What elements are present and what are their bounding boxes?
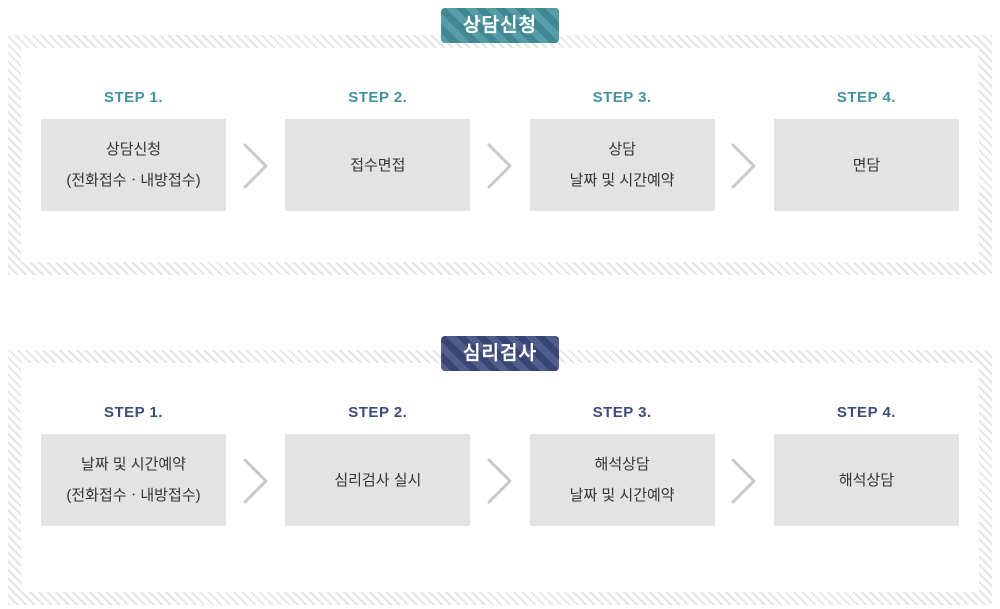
counseling-step-2: STEP 2. 접수면접 [285, 88, 471, 211]
psychtest-section-frame: STEP 1. 날짜 및 시간예약 (전화접수ㆍ내방접수) STEP 2. 심리… [8, 350, 992, 605]
counseling-section-body: STEP 1. 상담신청 (전화접수ㆍ내방접수) STEP 2. 접수면접 [21, 48, 979, 262]
step-box-text: 날짜 및 시간예약 [569, 487, 675, 504]
step-label: STEP 4. [836, 89, 896, 106]
arrow-right-icon [243, 143, 269, 189]
step-box: 해석상담 날짜 및 시간예약 [529, 434, 715, 526]
counseling-section-frame: STEP 1. 상담신청 (전화접수ㆍ내방접수) STEP 2. 접수면접 [8, 35, 992, 275]
step-box: 날짜 및 시간예약 (전화접수ㆍ내방접수) [41, 434, 226, 526]
counseling-step-1: STEP 1. 상담신청 (전화접수ㆍ내방접수) [41, 88, 226, 211]
psychtest-steps-row: STEP 1. 날짜 및 시간예약 (전화접수ㆍ내방접수) STEP 2. 심리… [41, 403, 959, 526]
step-box-text: 날짜 및 시간예약 [81, 456, 186, 473]
arrow-right-icon [487, 458, 513, 504]
arrow-right-icon [243, 458, 269, 504]
step-box: 접수면접 [285, 119, 471, 211]
counseling-step-4: STEP 4. 면담 [773, 88, 959, 211]
psychtest-step-4: STEP 4. 해석상담 [773, 403, 959, 526]
counseling-steps-row: STEP 1. 상담신청 (전화접수ㆍ내방접수) STEP 2. 접수면접 [41, 88, 959, 211]
step-label: STEP 3. [592, 89, 652, 106]
counseling-step-3: STEP 3. 상담 날짜 및 시간예약 [529, 88, 715, 211]
counseling-section-badge: 상담신청 [441, 8, 559, 43]
step-box-text: 상담 [608, 141, 636, 158]
step-box: 상담신청 (전화접수ㆍ내방접수) [41, 119, 226, 211]
step-box-text: 면담 [852, 156, 881, 174]
step-box-text: 해석상담 [838, 471, 895, 489]
arrow-right-icon [731, 143, 757, 189]
psychtest-step-2: STEP 2. 심리검사 실시 [285, 403, 471, 526]
arrow-right-icon [731, 458, 757, 504]
step-label: STEP 2. [348, 89, 408, 106]
step-label: STEP 1. [103, 404, 164, 421]
step-box-text: 접수면접 [350, 156, 406, 174]
arrow-right-icon [487, 143, 513, 189]
psychtest-section-badge: 심리검사 [441, 336, 559, 371]
step-box: 해석상담 [773, 434, 959, 526]
step-box: 면담 [773, 119, 959, 211]
step-label: STEP 3. [592, 404, 652, 421]
psychtest-section-body: STEP 1. 날짜 및 시간예약 (전화접수ㆍ내방접수) STEP 2. 심리… [21, 363, 979, 592]
step-box-text: 상담신청 [105, 141, 162, 158]
step-box-text: 날짜 및 시간예약 [569, 172, 675, 189]
step-box-text: 해석상담 [594, 456, 650, 473]
psychtest-step-3: STEP 3. 해석상담 날짜 및 시간예약 [529, 403, 715, 526]
psychtest-step-1: STEP 1. 날짜 및 시간예약 (전화접수ㆍ내방접수) [41, 403, 226, 526]
step-box: 상담 날짜 및 시간예약 [529, 119, 715, 211]
step-box-text: 심리검사 실시 [334, 471, 422, 489]
step-label: STEP 1. [103, 89, 164, 106]
step-label: STEP 4. [836, 404, 896, 421]
step-label: STEP 2. [348, 404, 408, 421]
step-box-text: (전화접수ㆍ내방접수) [66, 172, 201, 189]
step-box-text: (전화접수ㆍ내방접수) [66, 487, 201, 504]
step-box: 심리검사 실시 [285, 434, 471, 526]
